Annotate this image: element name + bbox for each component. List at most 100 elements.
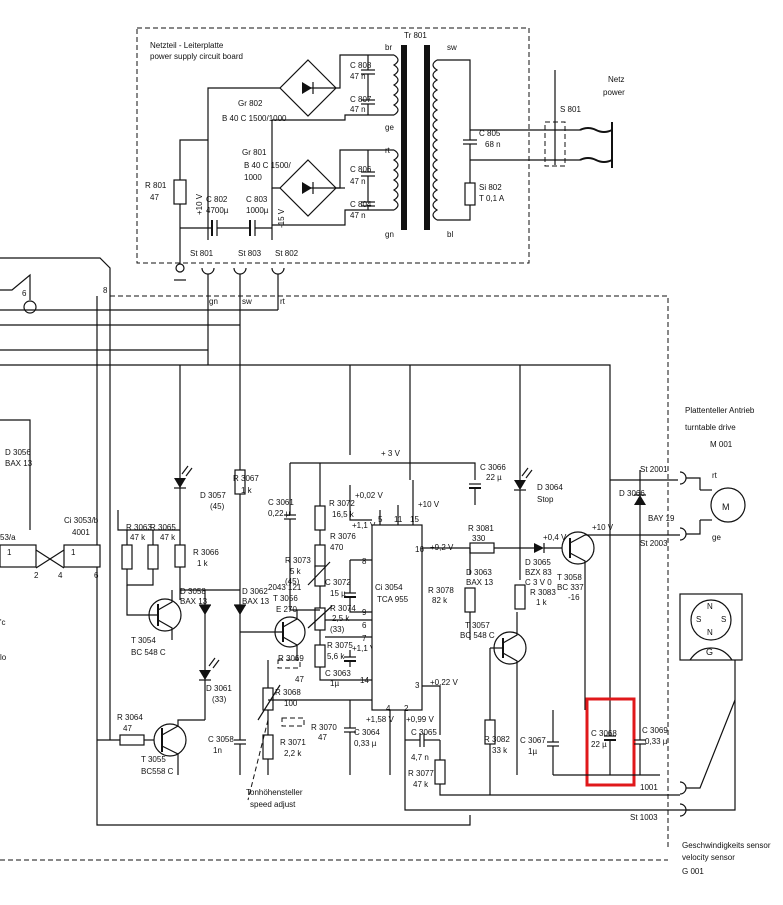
d3058-label: D 3058 <box>180 587 206 596</box>
cap-c3067 <box>547 741 559 747</box>
c3061-label: C 3061 <box>268 498 294 507</box>
transformer-label: Tr 801 <box>404 31 427 40</box>
power-supply-board: Netzteil - Leiterplatte power supply cir… <box>136 27 625 281</box>
gen-n2: N <box>707 628 713 637</box>
c3066-value: 22 µ <box>486 473 502 482</box>
r3081-value: 330 <box>472 534 486 543</box>
r3070-value: 47 <box>318 733 327 742</box>
ic-ci3054 <box>371 524 423 711</box>
resistor-r3063 <box>121 544 133 570</box>
bus-gn: gn <box>209 297 218 306</box>
r3072-value: 16,5 k <box>332 510 355 519</box>
r3074-value: 2,5 k <box>332 614 350 623</box>
r3065-label: R 3065 <box>150 523 176 532</box>
c807-value: 47 n <box>350 105 366 114</box>
r3076-label: R 3076 <box>330 532 356 541</box>
r3063-value: 47 k <box>130 533 146 542</box>
d3062-value: BAX 13 <box>242 597 270 606</box>
ic-pin16: 16 <box>415 545 424 554</box>
power-board-title-de: Netzteil - Leiterplatte <box>150 41 224 50</box>
c3064-value: 0,33 µ <box>354 739 377 748</box>
bus-pin6: 6 <box>22 289 27 298</box>
s801-label: S 801 <box>560 105 581 114</box>
power-board-title-en: power supply circuit board <box>150 52 243 61</box>
c805-label: C 805 <box>479 129 501 138</box>
gr802-value: B 40 C 1500/1000 <box>222 114 287 123</box>
r3083-label: R 3083 <box>530 588 556 597</box>
d3056-label: D 3056 <box>5 448 31 457</box>
c3069-value: 0,33 µ <box>645 737 668 746</box>
wire-ge: ge <box>385 123 394 132</box>
c3067-label: C 3067 <box>520 736 546 745</box>
led-d3064 <box>514 467 533 491</box>
d3061-label: D 3061 <box>206 684 232 693</box>
transformer-core-right <box>424 45 430 230</box>
ci-pin2: 2 <box>34 571 39 580</box>
fuse-si802 <box>464 182 476 206</box>
wire-gn-top: gn <box>385 230 394 239</box>
t3054-value: BC 548 C <box>131 648 166 657</box>
c3065-value: 4,7 n <box>411 753 429 762</box>
motor-wire-rt: rt <box>712 471 718 480</box>
wire-br: br <box>385 43 392 52</box>
c806-value: 47 n <box>350 177 366 186</box>
d3064-label: D 3064 <box>537 483 563 492</box>
ci3053a-pin1: 1 <box>7 548 12 557</box>
ci3053a-label: 53/a <box>0 533 16 542</box>
ci3053a-gate <box>0 544 37 568</box>
resistor-r3066 <box>174 544 186 568</box>
sensor-label-en: velocity sensor <box>682 853 735 862</box>
speed-adjust-en: speed adjust <box>250 800 296 809</box>
cap-c3061 <box>284 463 296 610</box>
c3066-label: C 3066 <box>480 463 506 472</box>
resistor-r3077 <box>434 759 446 785</box>
sensor-frame <box>679 593 743 661</box>
r3069-label: R 3069 <box>278 654 304 663</box>
st802-label: St 802 <box>275 249 299 258</box>
cut-lo: lo <box>0 653 7 662</box>
gen-s1: S <box>696 615 701 624</box>
t3055-label: T 3055 <box>141 755 166 764</box>
c808-label: C 808 <box>350 61 372 70</box>
bus-pin8: 8 <box>103 286 108 295</box>
ic-pin4: 4 <box>386 704 391 713</box>
c804-label: C 804 <box>350 200 372 209</box>
transformer-core-left <box>401 45 407 230</box>
c805-value: 68 n <box>485 140 501 149</box>
power-board-border <box>136 27 530 264</box>
c3063-label: C 3063 <box>325 669 351 678</box>
diode-d3066 <box>634 494 646 505</box>
st801-label: St 801 <box>190 249 214 258</box>
r3074-v2: (33) <box>330 625 345 634</box>
t3058-v1: BC 337 <box>557 583 584 592</box>
d3056-value: BAX 13 <box>5 459 33 468</box>
r3073-v2: (45) <box>285 577 300 586</box>
led-d3061 <box>199 657 220 681</box>
ic-v022: +0,22 V <box>430 678 458 687</box>
ic-pin6: 6 <box>362 621 367 630</box>
r3069-value: 47 <box>295 675 304 684</box>
t3057-label: T 3057 <box>465 621 490 630</box>
v10-right: +10 V <box>592 523 614 532</box>
ic-name: Ci 3054 <box>375 583 403 592</box>
resistor-r3071 <box>262 734 274 760</box>
d3057-label: D 3057 <box>200 491 226 500</box>
gen-s2: S <box>721 615 726 624</box>
minus15v-label: -15 V <box>277 208 286 228</box>
cap-c3068 <box>604 710 616 775</box>
ic-pin15: 15 <box>410 515 419 524</box>
r3064-label: R 3064 <box>117 713 143 722</box>
ground-terminal <box>175 263 185 273</box>
motor-m001 <box>710 487 746 523</box>
c3064-label: C 3064 <box>354 728 380 737</box>
c803-label: C 803 <box>246 195 268 204</box>
d3063-label: D 3063 <box>466 568 492 577</box>
gr801-value-1: B 40 C 1500/ <box>244 161 291 170</box>
wire-sw-top: sw <box>447 43 457 52</box>
motor-symbol: M <box>722 502 730 512</box>
c806-label: C 806 <box>350 165 372 174</box>
drive-label-de: Plattenteller Antrieb <box>685 406 755 415</box>
d3066-label: D 3066 <box>619 489 645 498</box>
plus3v-label: + 3 V <box>381 449 401 458</box>
ic-pin9: 9 <box>362 608 367 617</box>
